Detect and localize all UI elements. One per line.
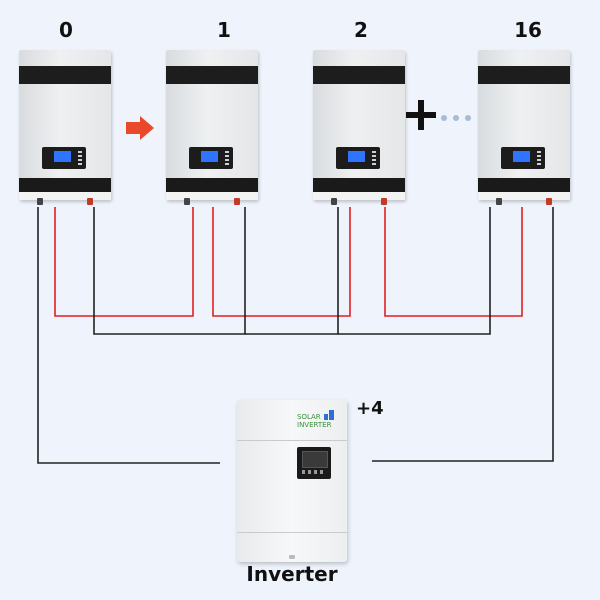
battery-top-band <box>478 66 570 84</box>
battery-bottom-band <box>166 178 258 192</box>
battery-label-2: 2 <box>354 18 368 42</box>
inverter-count-label: +4 <box>356 398 384 419</box>
inverter-keys <box>302 470 326 474</box>
battery-bottom-band <box>19 178 111 192</box>
inverter-feed-left <box>37 207 220 464</box>
battery-display <box>42 147 86 169</box>
battery-bottom-band <box>313 178 405 192</box>
inverter-feed-right <box>372 207 554 462</box>
battery-display <box>189 147 233 169</box>
battery-display <box>336 147 380 169</box>
battery-unit-16 <box>478 50 570 205</box>
battery-top-band <box>313 66 405 84</box>
battery-screen <box>513 151 530 162</box>
inverter-screen <box>302 451 328 468</box>
battery-screen <box>348 151 365 162</box>
inverter-label: Inverter <box>246 562 338 586</box>
inverter-panel-seam <box>237 440 347 441</box>
battery-base <box>478 192 570 200</box>
battery-top-band <box>166 66 258 84</box>
battery-label-1: 1 <box>217 18 231 42</box>
battery-unit-1 <box>166 50 258 205</box>
battery-top-band <box>19 66 111 84</box>
positive-terminal <box>87 198 93 205</box>
battery-label-16: 16 <box>514 18 542 42</box>
inverter-bottom-port <box>289 555 295 559</box>
right-arrow-icon <box>126 116 154 140</box>
inverter-brand: SOLAR INVERTER <box>297 413 331 429</box>
battery-base <box>166 192 258 200</box>
brand-line-1: SOLAR <box>297 413 321 421</box>
positive-wire-2-16 <box>384 207 523 317</box>
negative-wire-2-16 <box>338 207 491 335</box>
positive-wire-1-2 <box>212 207 351 317</box>
ellipsis-icon <box>441 115 471 121</box>
battery-display <box>501 147 545 169</box>
battery-base <box>313 192 405 200</box>
brand-line-2: INVERTER <box>297 421 332 429</box>
battery-unit-0 <box>19 50 111 205</box>
negative-terminal <box>331 198 337 205</box>
negative-terminal <box>37 198 43 205</box>
battery-bottom-band <box>478 178 570 192</box>
battery-buttons <box>537 151 541 165</box>
inverter-display <box>297 447 331 479</box>
negative-wire-0-1 <box>93 207 246 335</box>
battery-base <box>19 192 111 200</box>
battery-buttons <box>372 151 376 165</box>
plus-icon <box>406 100 436 130</box>
battery-screen <box>201 151 218 162</box>
positive-wire-0-1 <box>54 207 194 317</box>
battery-buttons <box>78 151 82 165</box>
negative-terminal <box>496 198 502 205</box>
battery-screen <box>54 151 71 162</box>
positive-terminal <box>381 198 387 205</box>
inverter-panel-seam <box>237 532 347 533</box>
inverter-unit: SOLAR INVERTER <box>237 400 347 562</box>
battery-label-0: 0 <box>59 18 73 42</box>
positive-terminal <box>234 198 240 205</box>
negative-wire-1-2 <box>245 207 339 335</box>
solar-logo-icon <box>324 410 334 420</box>
positive-terminal <box>546 198 552 205</box>
negative-terminal <box>184 198 190 205</box>
battery-buttons <box>225 151 229 165</box>
battery-unit-2 <box>313 50 405 205</box>
